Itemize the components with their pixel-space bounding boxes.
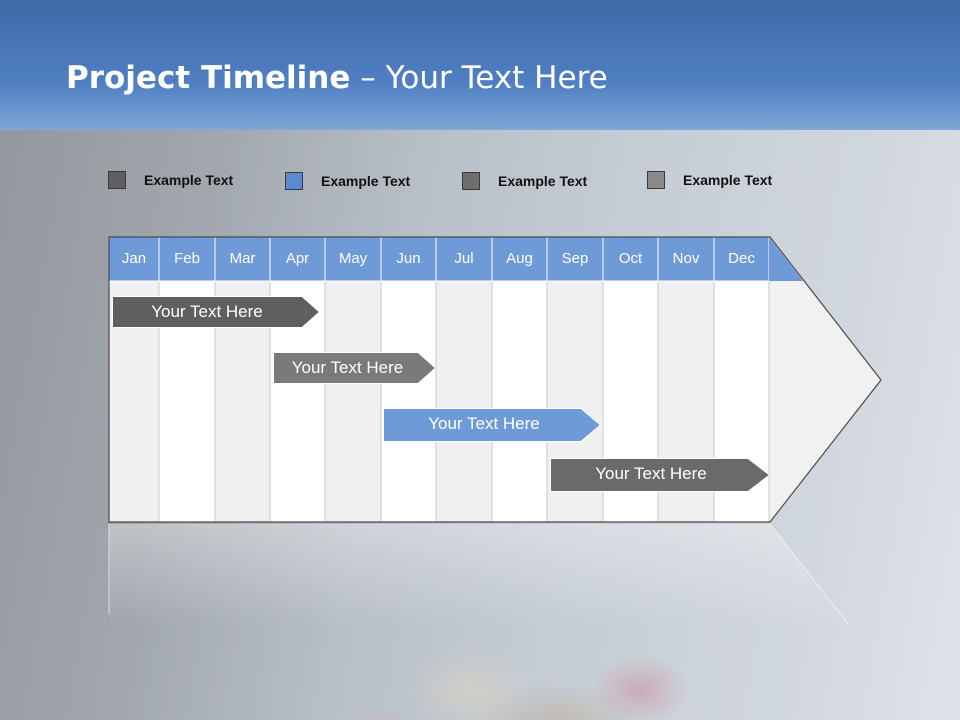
legend-label-4: Example Text bbox=[683, 172, 773, 188]
month-header-cell bbox=[546, 236, 604, 282]
task-bar-3[interactable]: Your Text Here bbox=[383, 408, 601, 442]
legend-item-4: Example Text bbox=[647, 169, 772, 191]
month-nov: Nov bbox=[672, 250, 700, 267]
month-aug: Aug bbox=[506, 250, 533, 267]
task-bar-2[interactable]: Your Text Here bbox=[273, 352, 436, 384]
month-apr: Apr bbox=[285, 250, 310, 267]
task-label-4: Your Text Here bbox=[595, 464, 707, 483]
month-column bbox=[380, 280, 437, 523]
timeline-chart: Jan Feb Mar Apr May Jun Jul Aug Sep Oct … bbox=[108, 236, 882, 524]
month-jan: Jan bbox=[121, 250, 147, 267]
month-oct: Oct bbox=[618, 250, 643, 267]
month-header-cell bbox=[108, 236, 160, 282]
timeline-reflection bbox=[108, 524, 849, 625]
legend-label-2: Example Text bbox=[321, 173, 411, 189]
month-header-cell bbox=[435, 236, 493, 282]
task-label-2: Your Text Here bbox=[291, 358, 404, 377]
month-sep: Sep bbox=[561, 250, 589, 267]
slide-title-bold: Project Timeline bbox=[66, 60, 351, 96]
task-bar-4[interactable]: Your Text Here bbox=[550, 458, 770, 492]
month-feb: Feb bbox=[174, 250, 200, 267]
legend-swatch-4 bbox=[647, 171, 665, 189]
month-jun: Jun bbox=[396, 250, 421, 267]
month-column bbox=[491, 280, 548, 523]
month-header-cell bbox=[269, 236, 326, 282]
timeline-arrow-outline bbox=[108, 236, 882, 523]
month-may: May bbox=[338, 250, 368, 267]
task-bar-1[interactable]: Your Text Here bbox=[112, 296, 320, 328]
month-header-cell bbox=[491, 236, 548, 282]
month-column bbox=[324, 280, 382, 523]
month-dec: Dec bbox=[728, 250, 755, 267]
month-header-cell bbox=[380, 236, 437, 282]
month-header-cell bbox=[214, 236, 271, 282]
legend-swatch-1 bbox=[108, 171, 126, 189]
task-label-3: Your Text Here bbox=[428, 414, 540, 433]
month-header-cell bbox=[713, 236, 770, 282]
legend-swatch-3 bbox=[462, 172, 480, 190]
legend-item-1: Example Text bbox=[108, 169, 233, 191]
legend-item-3: Example Text bbox=[462, 170, 587, 192]
month-header bbox=[108, 236, 803, 282]
slide-title: Project Timeline – Your Text Here bbox=[66, 60, 608, 96]
month-mar: Mar bbox=[229, 250, 256, 267]
month-header-cell bbox=[158, 236, 216, 282]
legend-label-3: Example Text bbox=[498, 173, 588, 189]
task-label-1: Your Text Here bbox=[151, 302, 263, 321]
legend-label-1: Example Text bbox=[144, 172, 234, 188]
header-background bbox=[0, 0, 960, 150]
month-labels: Jan Feb Mar Apr May Jun Jul Aug Sep Oct … bbox=[109, 237, 769, 281]
legend-swatch-2 bbox=[285, 172, 303, 190]
month-column bbox=[435, 280, 493, 523]
month-jul: Jul bbox=[454, 250, 474, 267]
slide-title-rest: – Your Text Here bbox=[350, 60, 608, 96]
arrow-header-tip bbox=[769, 237, 803, 281]
month-header-cell bbox=[602, 236, 659, 282]
legend-item-2: Example Text bbox=[285, 170, 410, 192]
